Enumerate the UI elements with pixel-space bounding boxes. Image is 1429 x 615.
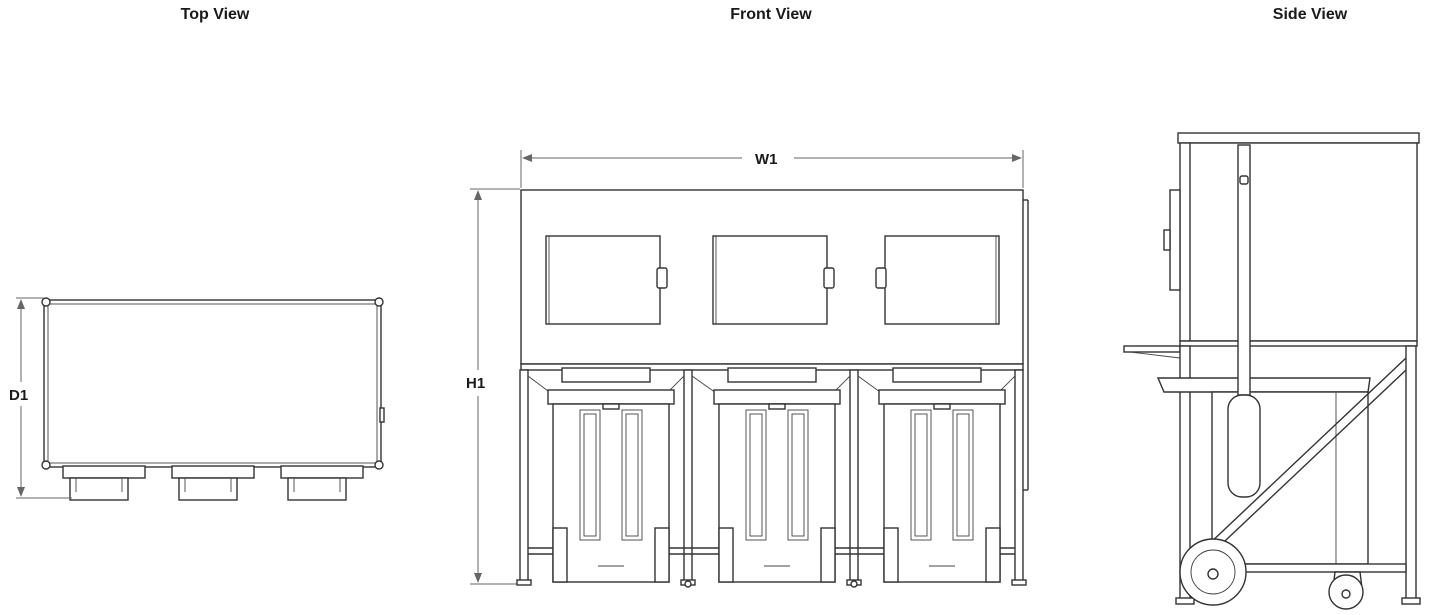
side-bin-lip	[1156, 377, 1371, 393]
top-view-drawer	[280, 465, 364, 501]
front-bin	[527, 367, 685, 583]
w1-label: W1	[755, 151, 778, 168]
top-view-drawing: D1	[9, 297, 385, 501]
side-view-drawing	[1123, 132, 1421, 610]
side-door-edge	[1169, 189, 1181, 291]
front-hopper-door	[875, 235, 1000, 325]
top-view-drawers	[62, 465, 364, 501]
side-rear-leg	[1405, 345, 1417, 601]
side-lid	[1177, 132, 1420, 144]
side-door-handle	[1163, 229, 1171, 251]
front-view-title: Front View	[730, 6, 812, 23]
side-diagonal-brace	[1189, 357, 1407, 563]
front-bin	[691, 367, 851, 583]
front-view-drawing: W1 H1	[466, 150, 1029, 588]
front-frame-legs	[516, 369, 1027, 586]
top-view-drawer	[62, 465, 146, 501]
top-view-corner	[374, 297, 384, 307]
top-view-corner	[374, 460, 384, 470]
front-hopper-door	[545, 235, 668, 325]
d1-label: D1	[9, 387, 28, 404]
side-cabinet	[1179, 142, 1418, 342]
top-view-drawer	[171, 465, 255, 501]
top-view-body-inner	[47, 303, 378, 464]
front-hopper-door	[712, 235, 835, 325]
w1-dimension-line	[520, 150, 1024, 188]
side-scoop-blade	[1227, 394, 1261, 498]
top-view-corner	[41, 297, 51, 307]
h1-dimension-line	[470, 188, 520, 585]
d1-dimension-line	[16, 297, 72, 499]
top-view-corner	[41, 460, 51, 470]
front-bin	[857, 367, 1016, 583]
h1-label: H1	[466, 375, 485, 392]
side-view-title: Side View	[1272, 6, 1348, 23]
top-view-title: Top View	[180, 6, 250, 23]
side-large-wheel	[1179, 538, 1247, 606]
side-shelf	[1123, 345, 1181, 353]
side-caster-wheel	[1328, 571, 1364, 610]
top-view-body	[43, 299, 382, 468]
top-view-latch	[379, 407, 385, 423]
